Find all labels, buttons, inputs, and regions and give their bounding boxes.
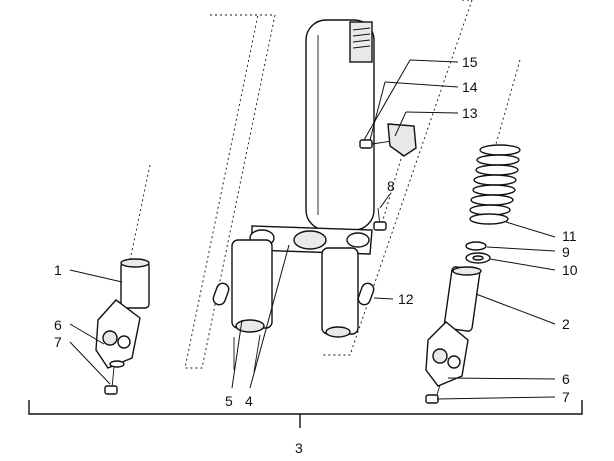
left-fork-tube bbox=[120, 258, 150, 309]
assembly-bracket bbox=[28, 400, 583, 428]
label-part-12: 12 bbox=[398, 291, 414, 307]
label-part-6-left: 6 bbox=[54, 317, 62, 333]
label-part-3: 3 bbox=[295, 440, 303, 456]
leader-lines bbox=[69, 59, 556, 400]
slider-seals bbox=[212, 282, 375, 306]
label-part-6-right: 6 bbox=[562, 371, 570, 387]
screw-8 bbox=[373, 207, 387, 231]
label-part-7-right: 7 bbox=[562, 389, 570, 405]
label-part-2: 2 bbox=[562, 316, 570, 332]
label-part-10: 10 bbox=[562, 262, 578, 278]
label-part-14: 14 bbox=[462, 79, 478, 95]
left-bolt bbox=[104, 360, 125, 395]
label-part-13: 13 bbox=[462, 105, 478, 121]
right-fork-tube bbox=[443, 266, 482, 332]
label-part-1: 1 bbox=[54, 262, 62, 278]
spring bbox=[469, 144, 521, 225]
label-part-11: 11 bbox=[562, 228, 577, 244]
left-hub-bracket bbox=[95, 299, 141, 369]
label-part-5: 5 bbox=[225, 393, 233, 409]
clamp-assembly bbox=[359, 123, 417, 157]
part-number-labels: 1 6 7 5 4 3 8 12 15 14 13 11 9 10 2 6 7 bbox=[54, 54, 578, 456]
label-part-7-left: 7 bbox=[54, 334, 62, 350]
label-part-8: 8 bbox=[387, 178, 395, 194]
fork-assembly bbox=[231, 19, 375, 373]
right-bolt bbox=[425, 384, 441, 404]
label-part-9: 9 bbox=[562, 244, 570, 260]
spring-washers bbox=[465, 241, 491, 264]
label-part-4: 4 bbox=[245, 393, 253, 409]
right-hub-bracket bbox=[425, 321, 469, 387]
label-part-15: 15 bbox=[462, 54, 478, 70]
